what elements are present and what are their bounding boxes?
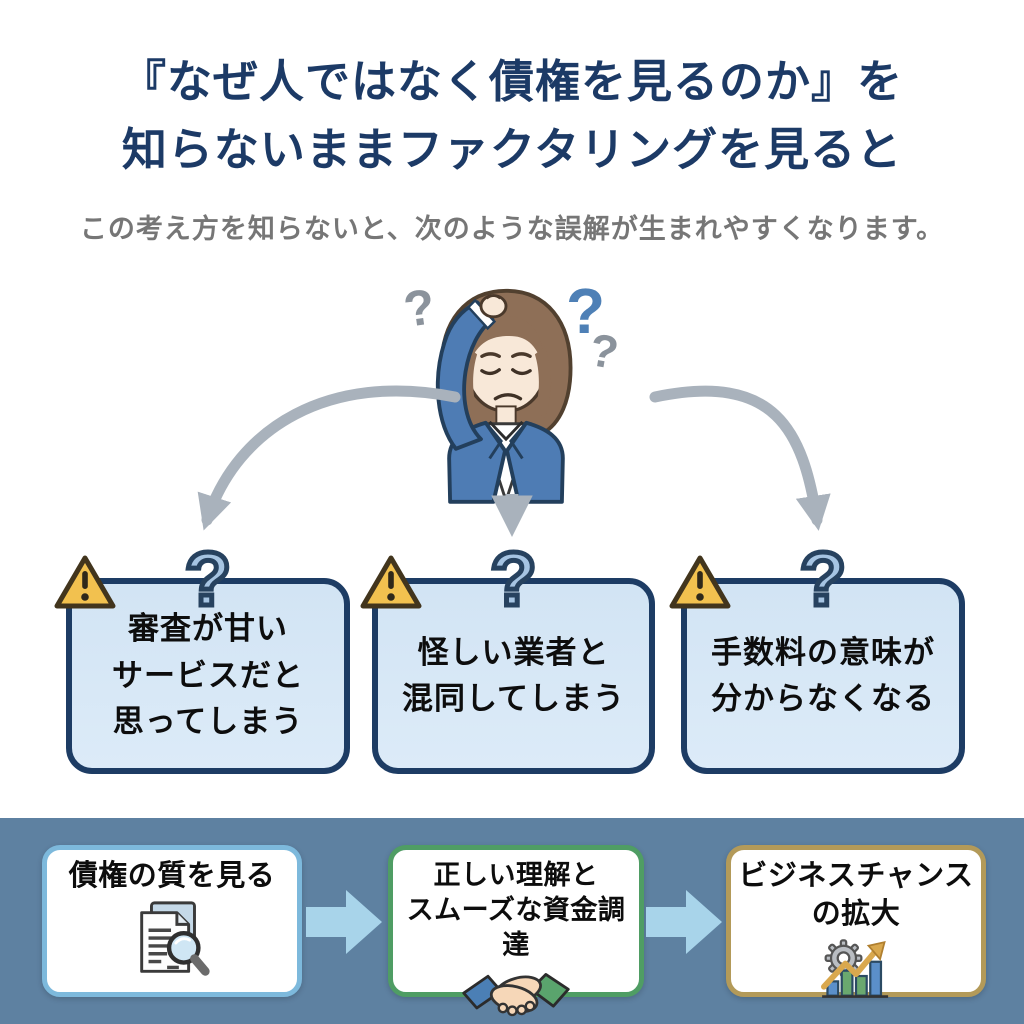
growth-chart-icon xyxy=(820,939,889,999)
solution-band: 債権の質を見る 正しい理解 xyxy=(0,818,1024,1024)
question-mark-icon: ? xyxy=(797,537,848,622)
warning-icon xyxy=(669,555,731,609)
branch-arrows xyxy=(197,385,831,537)
flow-step-text: 正しい理解と スムーズな資金調達 xyxy=(406,860,626,961)
document-magnifier-icon xyxy=(140,901,210,976)
misconception-card: ? 審査が甘い サービスだと 思ってしまう xyxy=(54,539,350,774)
flow-arrow-icon xyxy=(306,890,382,954)
flow-step-text: 債権の質を見る xyxy=(68,860,276,892)
flow-step-card: 正しい理解と スムーズな資金調達 xyxy=(388,845,644,1017)
page-title: 『なぜ人ではなく債権を見るのか』を 知らないままファクタリングを見ると xyxy=(120,56,903,175)
flow-arrow-icon xyxy=(646,890,722,954)
confused-person-illustration xyxy=(400,276,612,505)
branch-arrow-right xyxy=(649,385,831,531)
misconception-card: ? 怪しい業者と 混同してしまう xyxy=(360,539,655,774)
flow-step-text: ビジネスチャンス の拡大 xyxy=(738,860,974,930)
branch-arrow-left xyxy=(197,385,461,531)
page-subtitle: この考え方を知らないと、次のような誤解が生まれやすくなります。 xyxy=(79,214,945,244)
warning-icon xyxy=(360,555,422,609)
flow-step-card: 債権の質を見る xyxy=(42,845,302,997)
businesswoman-icon xyxy=(435,288,573,504)
question-mark-icon: ? xyxy=(566,275,606,347)
misconception-text: 怪しい業者と 混同してしまう xyxy=(401,634,626,717)
misconception-card: ? 手数料の意味が 分からなくなる xyxy=(669,539,965,774)
misconception-text: 審査が甘い サービスだと 思ってしまう xyxy=(112,611,304,740)
warning-icon xyxy=(54,555,116,609)
question-mark-icon: ? xyxy=(488,537,539,622)
handshake-icon xyxy=(462,973,570,1017)
flow-step-card: ビジネスチャンス の拡大 xyxy=(726,845,986,999)
misconception-text: 手数料の意味が 分からなくなる xyxy=(711,634,935,717)
question-mark-icon: ? xyxy=(182,537,233,622)
